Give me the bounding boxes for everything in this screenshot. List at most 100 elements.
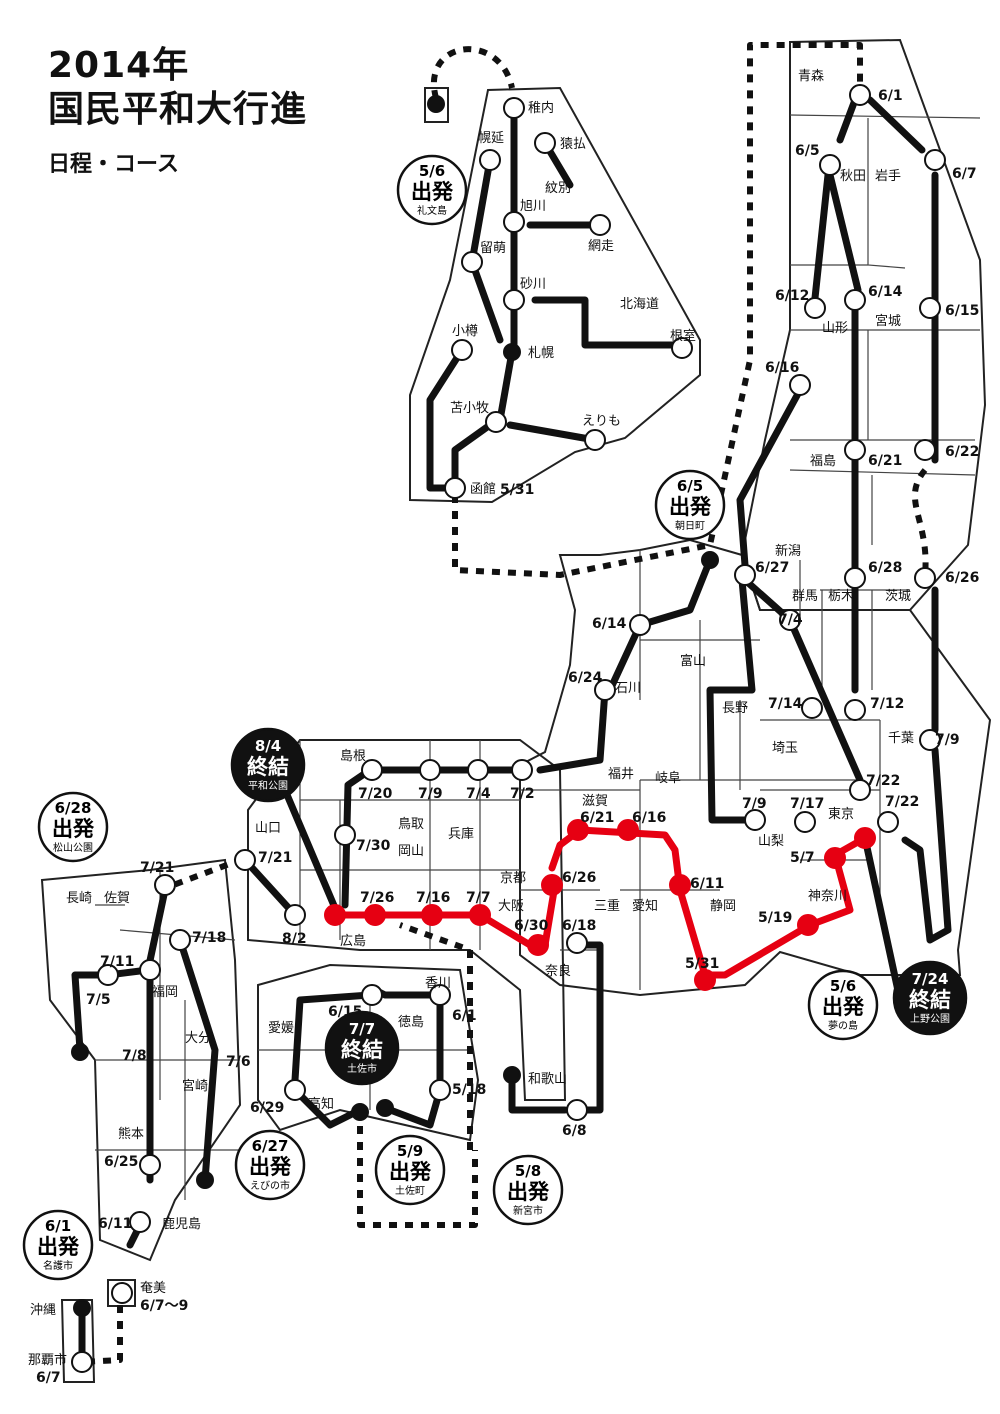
label-ibaraki: 茨城 xyxy=(885,589,911,604)
stop-615 xyxy=(919,297,941,319)
date-616c: 6/16 xyxy=(632,810,666,826)
badge-matsuyama: 6/28 出発 松山公園 xyxy=(37,791,109,863)
outline-tohoku xyxy=(740,38,987,611)
date-615: 6/15 xyxy=(945,303,979,319)
stop-ueno-red xyxy=(854,827,876,849)
stop-531c xyxy=(694,969,716,991)
stop-abashiri xyxy=(589,214,611,236)
badge-shingu: 5/8 出発 新宮市 xyxy=(492,1154,564,1226)
stop-ebino xyxy=(196,1171,214,1189)
stop-hiroshima xyxy=(324,904,346,926)
label-saitama: 埼玉 xyxy=(772,741,798,756)
stop-79e xyxy=(919,729,941,751)
label-ishikawa: 石川 xyxy=(615,681,641,696)
stop-okinawa xyxy=(73,1299,91,1317)
badge-ebino: 6/27 出発 えびの市 xyxy=(234,1129,306,1201)
stop-wakayama xyxy=(503,1066,521,1084)
stop-erimo xyxy=(584,429,606,451)
date-614w: 6/14 xyxy=(592,616,627,632)
svg-text:終結: 終結 xyxy=(341,1038,383,1062)
date-531c: 5/31 xyxy=(685,956,719,972)
route-chugoku-peace-park xyxy=(281,786,339,912)
date-61: 6/1 xyxy=(878,88,903,104)
svg-text:上野公園: 上野公園 xyxy=(910,1013,950,1025)
route-wakayama-68 xyxy=(508,1071,569,1114)
route-rebun-ferry xyxy=(431,46,515,99)
label-gifu: 岐阜 xyxy=(655,770,681,786)
label-aichi: 愛知 xyxy=(632,898,658,914)
date-629: 6/29 xyxy=(250,1100,284,1116)
label-shimane: 島根 xyxy=(340,749,366,764)
stop-rumoi xyxy=(461,251,483,273)
label-aomori: 青森 xyxy=(798,69,824,84)
stop-718 xyxy=(169,929,191,951)
svg-text:出発: 出発 xyxy=(249,1155,292,1179)
date-531h: 5/31 xyxy=(500,482,534,498)
date-67: 6/7 xyxy=(952,166,977,182)
label-tochigi: 栃木 xyxy=(828,589,854,604)
svg-text:松山公園: 松山公園 xyxy=(53,841,93,854)
route-yamaguchi-82 xyxy=(241,856,299,919)
svg-text:出発: 出発 xyxy=(37,1235,80,1259)
date-68: 6/8 xyxy=(562,1123,587,1139)
svg-text:出発: 出発 xyxy=(507,1180,550,1204)
route-624-72 xyxy=(536,686,609,774)
date-78: 7/8 xyxy=(122,1048,147,1064)
date-616e: 6/16 xyxy=(765,360,799,376)
badge-yumenoshima: 5/6 出発 夢の島 xyxy=(807,969,879,1041)
badge-rebun: 5/6 出発 礼文島 xyxy=(396,154,468,226)
stop-hakodate xyxy=(444,477,466,499)
date-614e: 6/14 xyxy=(868,284,903,300)
stop-yamagata xyxy=(804,297,826,319)
stop-sapporo xyxy=(503,343,521,361)
label-tokyo: 東京 xyxy=(828,806,854,822)
svg-text:夢の島: 夢の島 xyxy=(828,1019,858,1032)
date-730: 7/30 xyxy=(356,838,391,854)
stop-79w xyxy=(419,759,441,781)
svg-text:平和公園: 平和公園 xyxy=(248,780,288,792)
svg-text:7/7: 7/7 xyxy=(349,1020,375,1038)
svg-text:5/6: 5/6 xyxy=(419,162,445,180)
badge-tosacho: 5/9 出発 土佐町 xyxy=(374,1134,446,1206)
svg-text:出発: 出発 xyxy=(52,817,95,841)
route-fukuoka-oita xyxy=(176,936,219,1184)
stop-622 xyxy=(914,439,936,461)
svg-text:土佐町: 土佐町 xyxy=(395,1184,425,1197)
date-67n: 6/7 xyxy=(36,1370,61,1386)
stop-615s xyxy=(361,984,383,1006)
svg-text:6/1: 6/1 xyxy=(45,1217,71,1235)
route-akita-yamagata xyxy=(811,171,832,302)
stop-625 xyxy=(139,1154,161,1176)
stop-712 xyxy=(844,699,866,721)
date-518: 5/18 xyxy=(452,1082,486,1098)
date-79c: 7/9 xyxy=(742,796,767,812)
label-tottori: 鳥取 xyxy=(398,817,424,832)
date-625: 6/25 xyxy=(104,1154,138,1170)
label-gunma: 群馬 xyxy=(792,589,818,604)
label-hiroshima: 広島 xyxy=(340,934,366,949)
label-fukushima: 福島 xyxy=(810,454,836,469)
date-labels: 5/31 6/1 6/5 6/7 6/12 6/14 6/15 6/16 6/2… xyxy=(36,88,979,1386)
label-chiba: 千葉 xyxy=(888,731,914,746)
stop-asahikawa xyxy=(503,211,525,233)
date-622: 6/22 xyxy=(945,444,979,460)
date-717: 7/17 xyxy=(790,796,824,812)
page-title: 2014年 国民平和大行進 xyxy=(48,44,307,132)
date-65: 6/5 xyxy=(795,143,820,159)
label-yamanashi: 山梨 xyxy=(758,834,784,849)
date-722b: 7/22 xyxy=(885,794,919,810)
page-subtitle: 日程・コース xyxy=(48,152,179,177)
label-ehime: 愛媛 xyxy=(268,1021,294,1036)
label-kyoto: 京都 xyxy=(500,871,526,886)
label-nara: 奈良 xyxy=(545,963,571,979)
label-yamaguchi: 山口 xyxy=(255,821,281,836)
label-nagasaki: 長崎 xyxy=(66,891,92,906)
label-tomakomai: 苫小牧 xyxy=(450,400,489,416)
date-75: 7/5 xyxy=(86,992,111,1008)
label-niigata: 新潟 xyxy=(775,543,801,559)
outline-rebun xyxy=(424,87,449,123)
label-iwate: 岩手 xyxy=(875,169,901,184)
date-626e: 6/26 xyxy=(945,570,979,586)
route-kyushu-honshu-dash xyxy=(158,857,242,893)
stop-tomakomai xyxy=(485,411,507,433)
